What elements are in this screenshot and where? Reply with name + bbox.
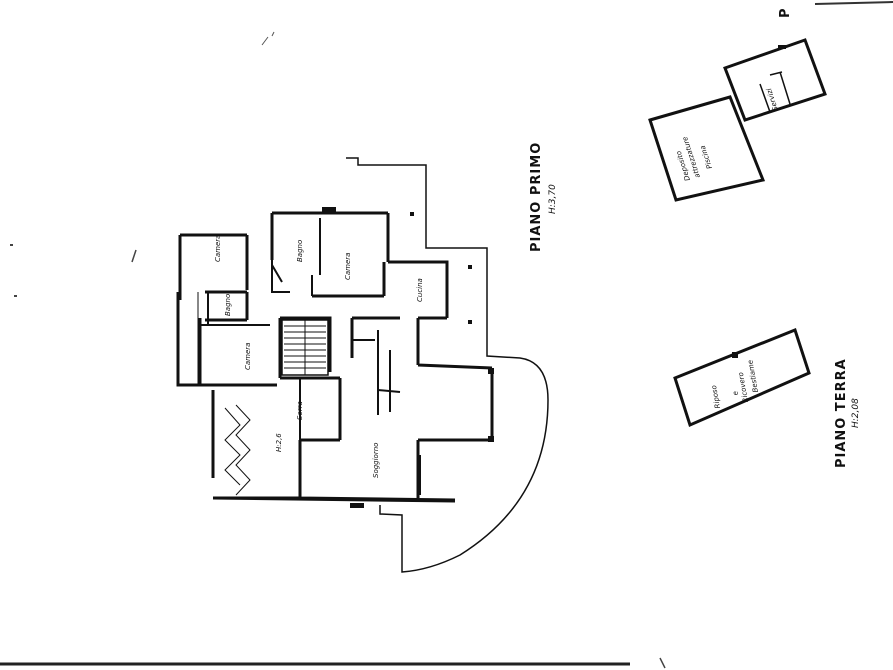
room-label-ricovero: Ricovero (737, 372, 750, 403)
room-label-bagno-1: Bagno (224, 294, 232, 316)
room-label-riposo: Riposo (710, 385, 722, 410)
garden-steps (224, 404, 251, 496)
room-label-soggiorno: Soggiorno (372, 443, 380, 478)
room-label-e: e (731, 390, 740, 396)
stray-mark-2 (131, 249, 137, 263)
corner-label: P (778, 7, 793, 18)
level-mark-terrace: H:2,6 (275, 433, 283, 452)
stray-mark-3 (10, 244, 17, 297)
piano-terra-level: H:2,08 (851, 398, 861, 428)
room-label-serra: Serra (296, 401, 304, 420)
stray-mark-4 (659, 657, 666, 669)
pool-storage-building: Deposito attrezzature Piscina Servizi (648, 38, 827, 202)
piano-primo-level: H:3,70 (548, 184, 558, 214)
terrace-outline (346, 157, 549, 573)
room-label-camera-2: Camera (244, 343, 252, 370)
piano-primo-plan (176, 157, 549, 573)
room-label-bagno-2: Bagno (296, 240, 304, 262)
room-label-bestiame: Bestiame (746, 359, 760, 393)
inner-partitions (200, 218, 421, 495)
column-marker-4 (322, 207, 336, 212)
room-label-camera-3: Camera (344, 253, 352, 280)
house-walls (176, 211, 494, 502)
piano-primo-title: PIANO PRIMO (529, 142, 544, 252)
column-marker-3 (468, 320, 472, 324)
column-marker-6 (488, 368, 494, 374)
staircase (281, 319, 329, 376)
ground-line (212, 496, 456, 503)
room-label-servizi: Servizi (765, 87, 780, 112)
column-marker-2 (468, 265, 472, 269)
sheet-top-border (814, 1, 893, 5)
room-label-cucina: Cucina (416, 278, 424, 302)
stray-mark (261, 31, 275, 46)
room-label-camera-1: Camera (214, 235, 222, 262)
column-marker-5 (350, 503, 364, 508)
room-label-piscina: Piscina (699, 144, 714, 170)
room-labels: Camera Bagno Camera Bagno Camera Cucina … (214, 235, 424, 478)
stable-building: Riposo e Ricovero Bestiame (673, 328, 811, 428)
piano-terra-title: PIANO TERRA (834, 358, 849, 468)
column-marker (410, 212, 414, 216)
column-marker-7 (488, 436, 494, 442)
